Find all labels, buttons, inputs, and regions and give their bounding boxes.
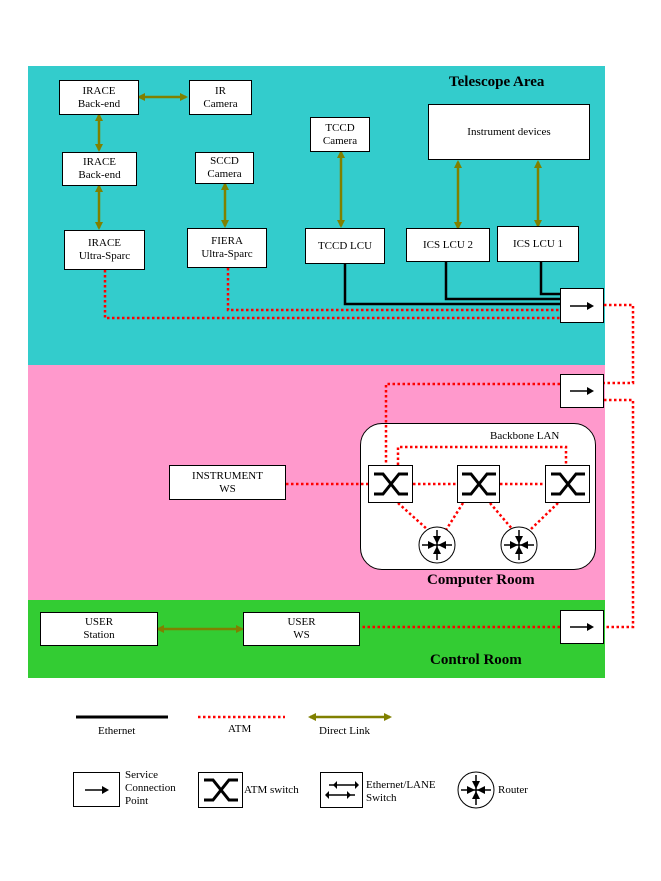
arrow-right-icon [570, 623, 594, 631]
atm-switch-icon [373, 472, 408, 496]
legend-ethernet-label: Ethernet [98, 725, 136, 737]
atm-switch-icon [203, 778, 238, 802]
instrument-devices: Instrument devices [428, 104, 590, 160]
atm-switch-2 [457, 465, 500, 503]
legend-atm-switch-label: ATM switch [244, 784, 299, 796]
legend-service-point-symbol [73, 772, 120, 807]
legend-eth-switch-symbol [320, 772, 363, 808]
legend-direct-link-label: Direct Link [319, 725, 371, 737]
ics-lcu-2: ICS LCU 2 [406, 228, 490, 262]
arrow-right-icon [570, 301, 594, 310]
tccd-lcu: TCCD LCU [305, 228, 385, 264]
legend-router-label: Router [498, 784, 528, 796]
service-point-control [560, 610, 604, 644]
atm-switch-3 [545, 465, 590, 503]
router-icon [500, 526, 538, 564]
backbone-lan-label: Backbone LAN [490, 430, 560, 442]
router-icon [418, 526, 456, 564]
atm-lines [103, 268, 635, 719]
bidirectional-arrows-icon [324, 781, 359, 799]
arrow-right-icon [84, 785, 109, 794]
service-point-computer [560, 374, 604, 408]
atm-switch-icon [461, 472, 496, 496]
computer-room-title: Computer Room [427, 572, 535, 588]
ics-lcu-1: ICS LCU 1 [497, 226, 579, 262]
telescope-area-title: Telescope Area [449, 74, 545, 90]
router-icon [457, 771, 495, 809]
control-room-title: Control Room [430, 652, 522, 668]
direct-links [95, 93, 542, 633]
atm-switch-1 [368, 465, 413, 503]
service-point-telescope [560, 288, 604, 323]
arrow-right-icon [570, 387, 594, 395]
legend-atm-label: ATM [228, 723, 252, 735]
ethernet-lines [343, 262, 560, 306]
atm-switch-icon [550, 472, 585, 496]
legend-atm-switch-symbol [198, 772, 243, 808]
